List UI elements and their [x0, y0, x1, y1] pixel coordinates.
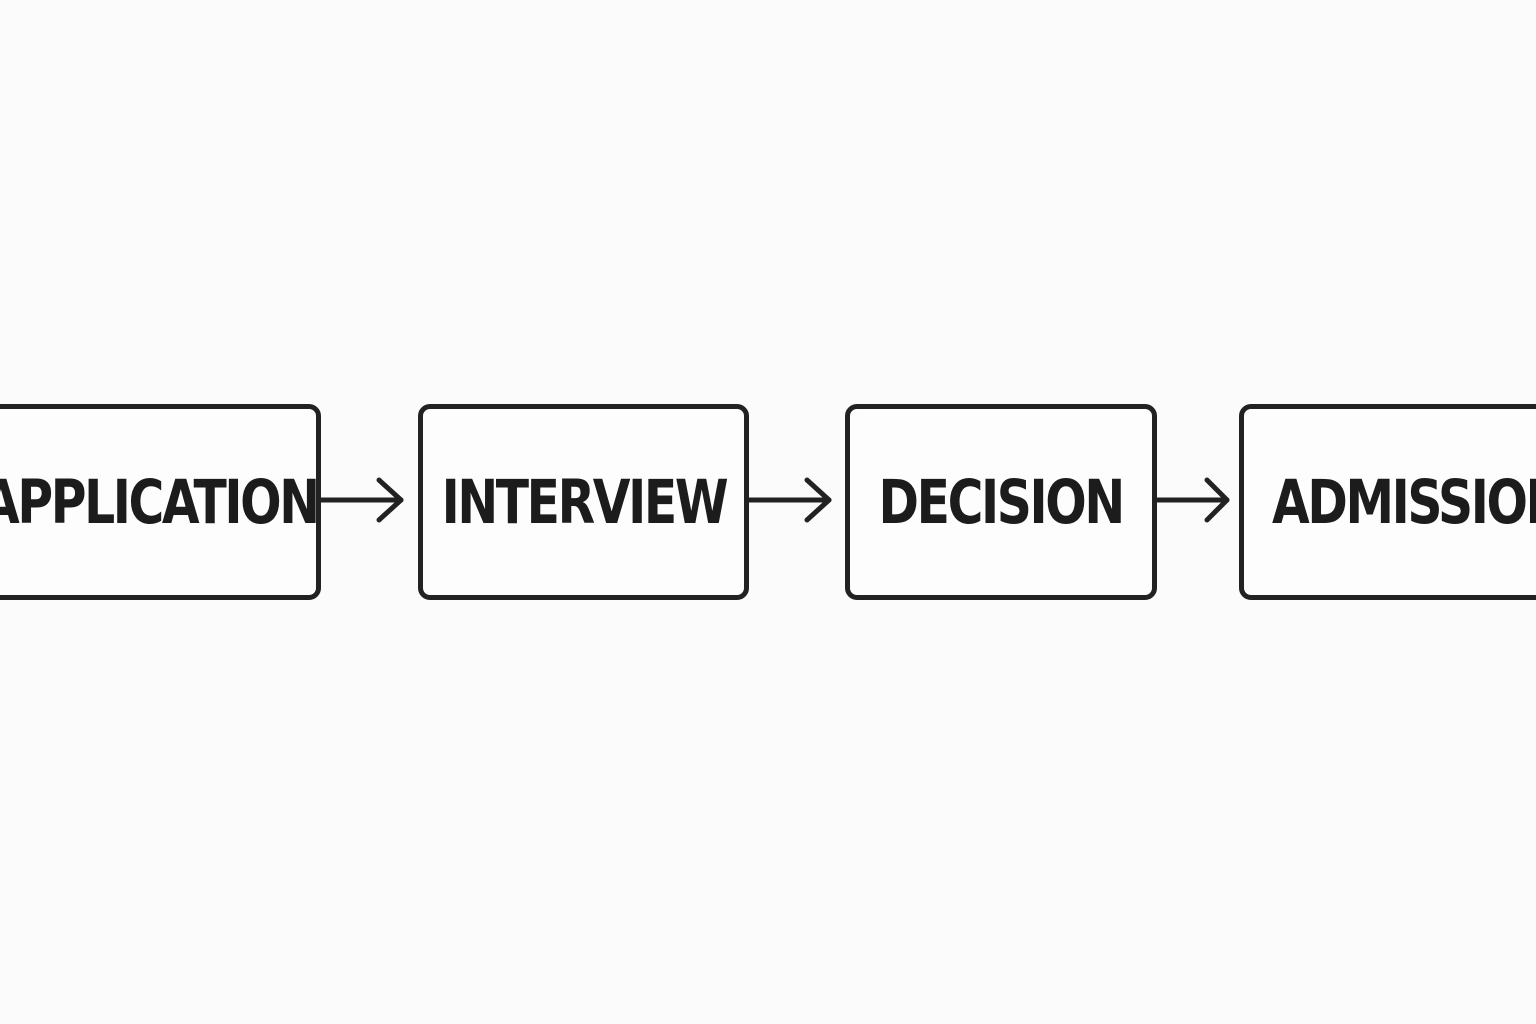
step-admission-label: ADMISSION	[1272, 466, 1536, 538]
arrow-right-icon	[749, 472, 833, 528]
step-admission-box: ADMISSION	[1239, 404, 1536, 600]
step-application-box: APPLICATION	[0, 404, 321, 600]
step-decision-label: DECISION	[878, 466, 1126, 538]
arrow-right-icon	[1157, 472, 1231, 528]
step-decision-box: DECISION	[845, 404, 1157, 600]
step-interview-label: INTERVIEW	[441, 466, 728, 538]
step-interview-box: INTERVIEW	[418, 404, 749, 600]
step-application-label: APPLICATION	[0, 466, 318, 538]
arrow-right-icon	[321, 472, 405, 528]
